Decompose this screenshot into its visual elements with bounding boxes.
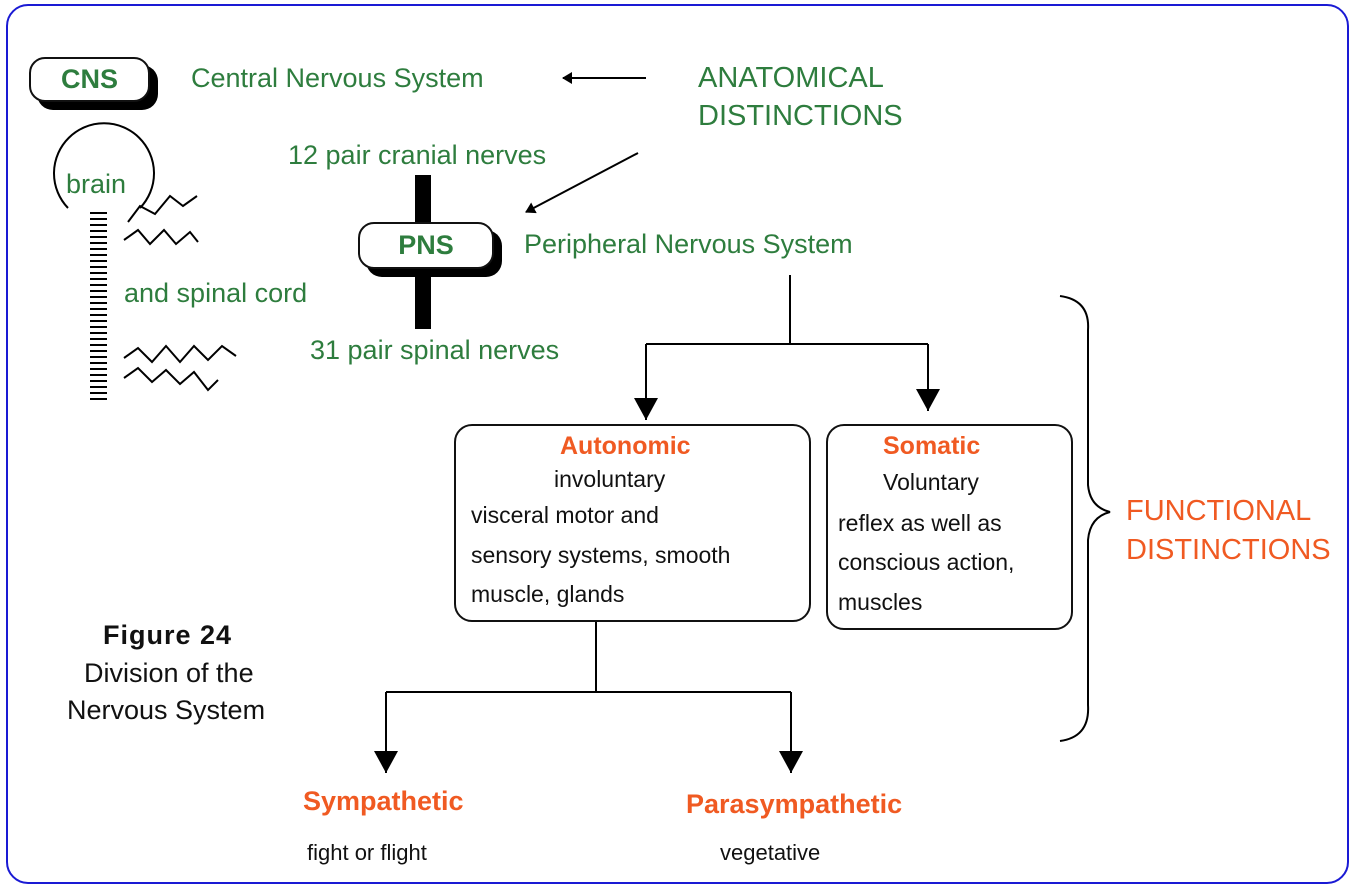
somatic-box: Somatic Voluntary reflex as well as cons…: [826, 424, 1073, 630]
arrow-to-pns: [525, 152, 639, 214]
autonomic-line-1: visceral motor and: [471, 502, 659, 528]
sympathetic-desc: fight or flight: [307, 840, 427, 865]
figure-number: Figure 24: [103, 620, 233, 650]
spinal-cord-icon: [90, 212, 107, 400]
cns-badge-label: CNS: [60, 64, 118, 94]
anatomical-heading-line1: ANATOMICAL: [698, 62, 884, 94]
functional-brace: [1059, 295, 1111, 742]
parasympathetic-title: Parasympathetic: [686, 789, 903, 819]
autonomic-title: Autonomic: [560, 432, 691, 460]
functional-heading-line1: FUNCTIONAL: [1126, 495, 1312, 527]
spinal-nerves-label: 31 pair spinal nerves: [310, 335, 560, 365]
somatic-title: Somatic: [883, 432, 981, 460]
pns-branch-lines: [634, 275, 940, 420]
anatomical-heading-line2: DISTINCTIONS: [698, 100, 903, 132]
brain-label: brain: [66, 169, 127, 199]
functional-heading-line2: DISTINCTIONS: [1126, 534, 1331, 566]
somatic-line-3: muscles: [838, 589, 923, 615]
figure-caption-line2: Nervous System: [67, 695, 266, 725]
pns-badge-label: PNS: [398, 230, 454, 260]
autonomic-line-2: sensory systems, smooth: [471, 542, 731, 568]
nerve-zigzags: [123, 194, 237, 392]
autonomic-subtitle: involuntary: [554, 466, 666, 492]
cns-badge: CNS: [29, 57, 150, 102]
cns-label: Central Nervous System: [191, 63, 484, 93]
pns-label: Peripheral Nervous System: [524, 229, 853, 259]
figure-caption-line1: Division of the: [84, 658, 254, 688]
parasympathetic-desc: vegetative: [720, 840, 821, 865]
somatic-line-1: reflex as well as: [838, 510, 1002, 536]
diagram-frame: [6, 4, 1349, 884]
pns-badge: PNS: [358, 222, 494, 269]
somatic-line-2: conscious action,: [838, 549, 1015, 575]
cranial-nerves-label: 12 pair cranial nerves: [288, 140, 547, 170]
spinal-cord-label: and spinal cord: [124, 278, 308, 308]
brain-outline: [53, 122, 155, 209]
sympathetic-title: Sympathetic: [303, 786, 464, 816]
somatic-subtitle: Voluntary: [883, 469, 979, 495]
autonomic-branch-lines: [374, 622, 803, 773]
autonomic-box: Autonomic involuntary visceral motor and…: [454, 424, 811, 622]
autonomic-line-3: muscle, glands: [471, 581, 625, 607]
